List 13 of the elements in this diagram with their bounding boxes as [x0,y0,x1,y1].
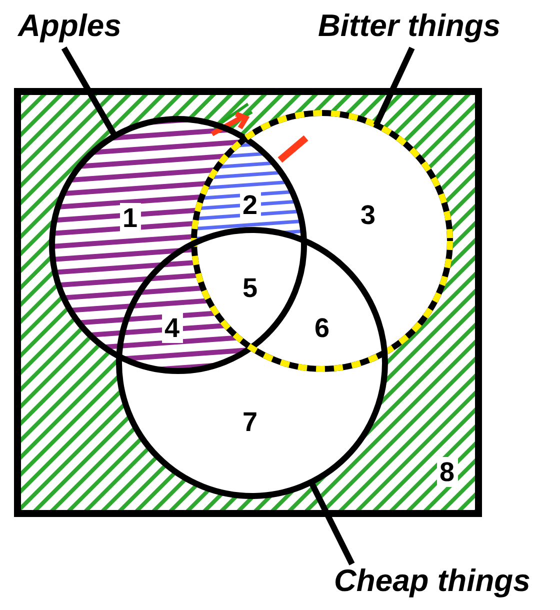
set-circle [48,115,308,375]
leader-line [61,46,118,138]
set-title: Cheap things [334,563,530,599]
set-title: Bitter things [318,8,501,44]
region-number: 4 [162,313,183,343]
set-title: Apples [18,8,122,44]
leader-line [373,46,415,126]
region-number: 8 [436,457,458,487]
region-number: 1 [120,203,141,233]
leader-line [308,480,355,566]
region-number: 2 [240,190,261,220]
set-circle [115,226,389,500]
set-circle [190,109,454,373]
